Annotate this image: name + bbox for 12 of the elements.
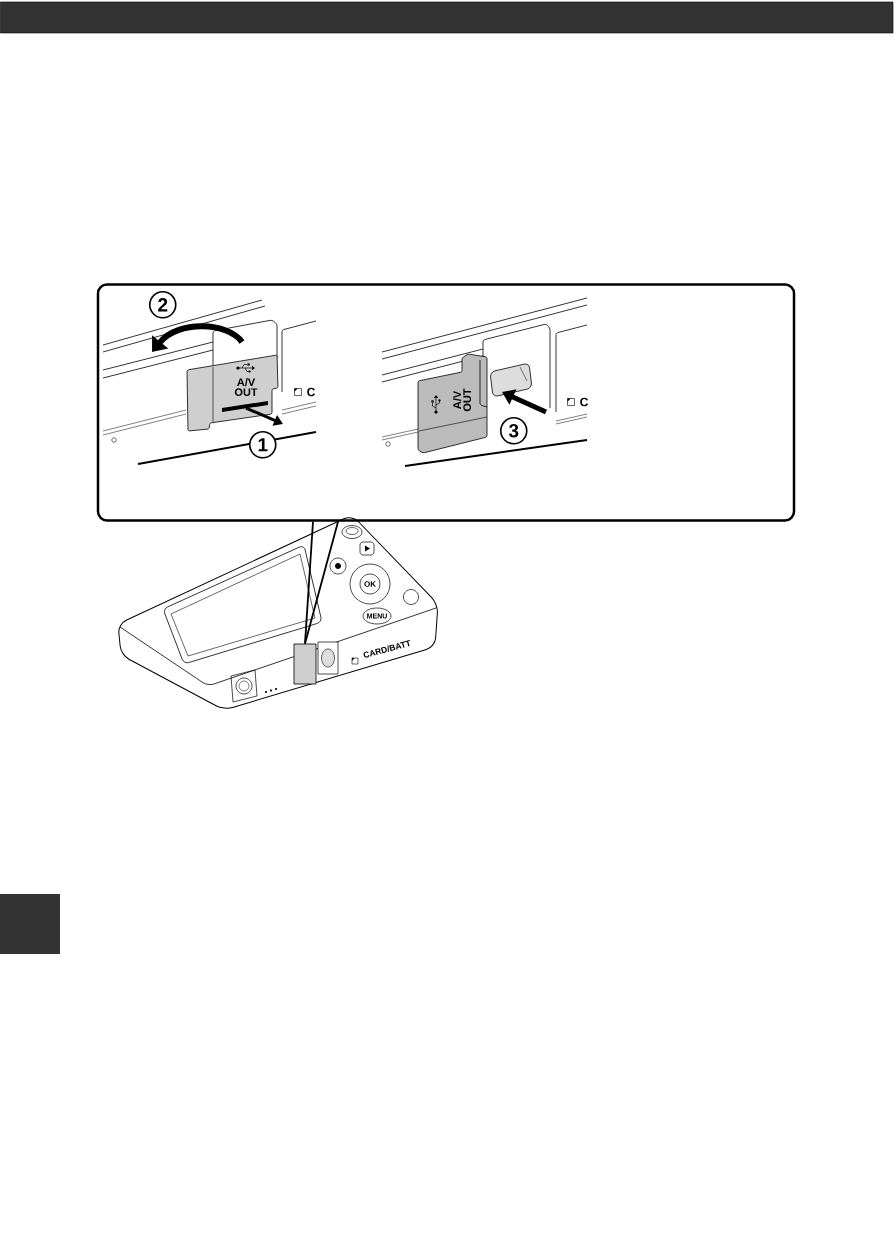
step-number: 2 [148, 290, 177, 319]
step-number: 3 [499, 416, 528, 445]
port-label: A/V OUT [234, 377, 258, 397]
marking-text: C [307, 387, 315, 397]
leader-line [304, 520, 339, 645]
callout-panel [96, 283, 796, 522]
connector-cover [293, 643, 317, 685]
leader-line [304, 520, 314, 645]
step-number: 1 [248, 430, 277, 459]
button-label: OK [364, 581, 376, 587]
marking-text: C [580, 397, 588, 407]
port-label: A/V OUT [452, 388, 472, 412]
